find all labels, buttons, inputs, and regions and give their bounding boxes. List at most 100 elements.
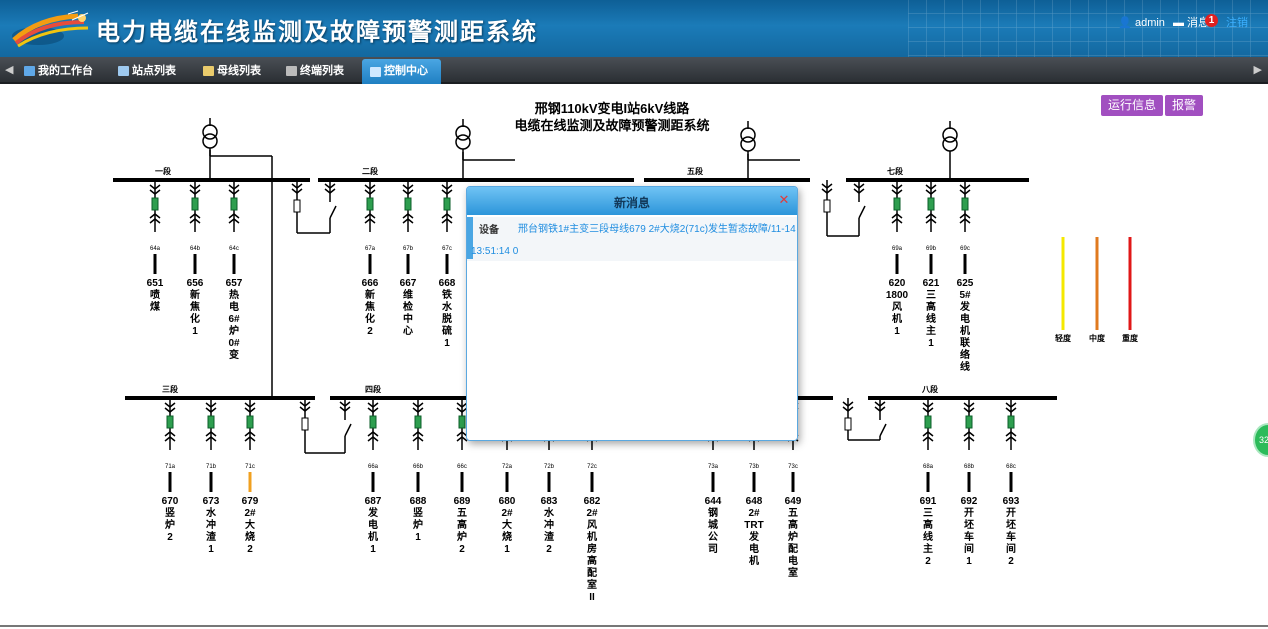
messages-button[interactable]: ▬ 消息1: [1173, 14, 1218, 30]
coupler-breaker-icon: [844, 417, 852, 431]
user-icon: 👤: [1118, 16, 1132, 29]
tab-workbench[interactable]: 我的工作台: [16, 60, 101, 82]
disconnector-icon: [879, 423, 887, 437]
desktop-icon: [24, 66, 35, 76]
feeder-label: 621: [923, 278, 940, 289]
switch-chevron-icon: [891, 213, 903, 224]
feeder-label: 联: [960, 336, 970, 349]
tab-control-center[interactable]: 控制中心: [362, 59, 441, 84]
transformer-icon: [455, 125, 471, 141]
transformer-icon: [455, 134, 471, 150]
disconnector-icon: [344, 423, 352, 437]
feeder-label: 脱: [442, 312, 452, 325]
close-icon[interactable]: ✕: [778, 192, 790, 207]
logout-link[interactable]: 注销: [1226, 17, 1248, 29]
switch-chevron-icon: [441, 213, 453, 224]
feeder-label: 线: [923, 530, 933, 543]
feeder-tag: 71c: [245, 464, 255, 470]
switch-chevron-icon: [364, 184, 376, 195]
feeder-label: 发: [959, 300, 971, 313]
feeder-tag: 66a: [368, 464, 379, 470]
new-message-dialog: 新消息 ✕ 邢台钢铁1#主变三段母线679 2#大烧2(71c)发生暂态故障/1…: [466, 186, 798, 441]
feeder-label: 炉: [788, 530, 798, 543]
switch-chevron-icon: [339, 401, 351, 412]
feeder-label: 2: [925, 556, 931, 567]
single-line-diagram: 邢钢110kV变电I站6kV线路电缆在线监测及故障预警测距系统一段二段五段七段三…: [0, 101, 1268, 627]
feeder-label: 五: [457, 507, 467, 519]
feeder-label: 线: [960, 360, 970, 373]
switch-chevron-icon: [367, 431, 379, 442]
diagram-title-line2: 电缆在线监测及故障预警测距系统: [514, 118, 709, 133]
bus-label: 五段: [687, 166, 703, 176]
legend-label: 中度: [1089, 333, 1106, 343]
feeder-label: 1: [928, 338, 934, 349]
feeder-tag: 73c: [788, 464, 798, 470]
feeder-label: 2: [459, 544, 465, 555]
feeder-label: 心: [403, 325, 413, 337]
switch-chevron-icon: [925, 213, 937, 224]
run-info-button[interactable]: 运行信息: [1101, 95, 1164, 116]
feeder-tag: 72a: [502, 464, 513, 470]
switch-chevron-icon: [1005, 431, 1017, 442]
switch-chevron-icon: [1005, 402, 1017, 413]
feeder-label: 1: [370, 544, 376, 555]
switch-chevron-icon: [164, 431, 176, 442]
alarm-button[interactable]: 报警: [1165, 95, 1204, 116]
feeder-label: 新: [365, 288, 375, 301]
tab-site-list[interactable]: 站点列表: [110, 60, 184, 82]
feeder-label: 高: [788, 518, 798, 531]
breaker-icon: [965, 415, 973, 429]
feeder-label: 680: [499, 496, 516, 507]
feeder-tag: 67a: [365, 246, 376, 252]
feeder-label: TRT: [744, 520, 763, 531]
feeder-label: 670: [162, 496, 179, 507]
feeder-label: 间: [1006, 542, 1016, 555]
breaker-icon: [443, 197, 451, 211]
feeder-label: 公: [708, 531, 718, 543]
feeder-label: 烧: [245, 530, 255, 543]
feeder-label: 高: [587, 554, 597, 567]
breaker-icon: [927, 197, 935, 211]
feeder-label: 坯: [964, 519, 974, 531]
feeder-label: 电: [788, 554, 798, 567]
username: admin: [1134, 16, 1165, 29]
coupler-breaker-icon: [301, 417, 309, 431]
switch-chevron-icon: [456, 402, 468, 413]
feeder-label: 2#: [748, 508, 760, 519]
switch-chevron-icon: [412, 402, 424, 413]
feeder-label: 687: [365, 496, 382, 507]
breaker-icon: [246, 415, 254, 429]
feeder-label: 689: [454, 496, 471, 507]
feeder-label: 656: [187, 278, 204, 289]
tab-terminal-list[interactable]: 终端列表: [278, 60, 352, 82]
app-header: 电力电缆在线监测及故障预警测距系统 👤 admin ▬ 消息1 注销: [0, 0, 1268, 57]
feeder-label: 高: [457, 518, 467, 531]
feeder-label: 2: [546, 544, 552, 555]
feeder-label: 大: [502, 518, 512, 531]
switch-chevron-icon: [959, 184, 971, 195]
feeder-label: 炉: [457, 530, 467, 543]
coupler-breaker-icon: [823, 199, 831, 213]
feeder-label: 683: [541, 496, 558, 507]
user-menu[interactable]: 👤 admin: [1118, 16, 1165, 29]
feeder-label: 2#: [501, 508, 513, 519]
cable-logo-icon: [12, 10, 89, 48]
transformer-icon: [202, 133, 218, 149]
feeder-label: 机: [749, 554, 759, 567]
feeder-label: 2#: [586, 508, 598, 519]
switch-chevron-icon: [821, 183, 833, 194]
tab-bus-list[interactable]: 母线列表: [195, 60, 269, 82]
feeder-label: 车: [1006, 530, 1016, 543]
feeder-label: 开: [964, 507, 974, 519]
feeder-label: 2: [367, 326, 373, 337]
tab-scroll-right-icon[interactable]: ▶: [1253, 64, 1262, 76]
tab-label: 控制中心: [384, 65, 428, 77]
message-row[interactable]: [467, 217, 797, 261]
disconnector-icon: [858, 205, 866, 219]
switch-chevron-icon: [149, 184, 161, 195]
feeder-label: 线: [926, 312, 936, 325]
breaker-icon: [191, 197, 199, 211]
tab-scroll-left-icon[interactable]: ◀: [5, 64, 14, 76]
feeder-label: 648: [746, 496, 763, 507]
feeder-tag: 68c: [1006, 464, 1016, 470]
